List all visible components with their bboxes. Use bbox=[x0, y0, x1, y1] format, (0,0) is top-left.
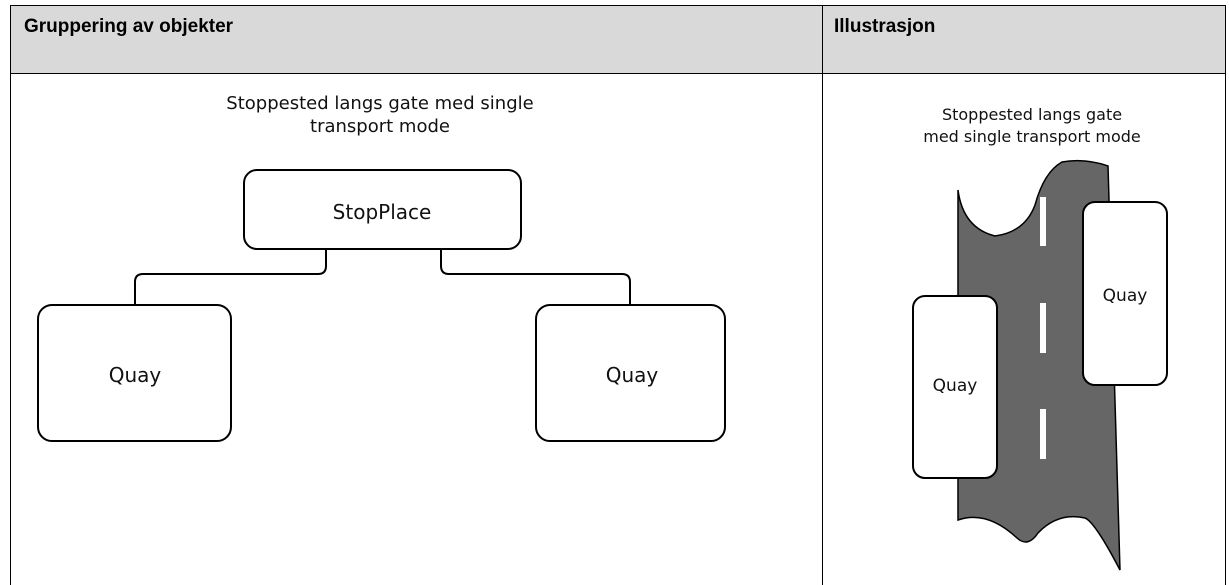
quay-block-upper bbox=[1082, 201, 1168, 386]
lane-marking-1 bbox=[1040, 197, 1046, 246]
street-illustration: Stoppested langs gate med single transpo… bbox=[912, 105, 1168, 571]
hierarchy-diagram: Stoppested langs gate med single transpo… bbox=[37, 93, 726, 442]
quay-upper-label: Quay bbox=[1103, 286, 1148, 306]
quay-box-left bbox=[37, 304, 232, 442]
quay-lower-label: Quay bbox=[933, 376, 978, 396]
header-grouping: Gruppering av objekter bbox=[24, 16, 234, 37]
connector-left bbox=[134, 247, 327, 305]
lane-marking-2 bbox=[1040, 303, 1046, 353]
lane-marking-3 bbox=[1040, 409, 1046, 459]
hierarchy-caption-line-1: Stoppested langs gate med single bbox=[226, 93, 533, 114]
document-table: Gruppering av objekter Illustrasjon bbox=[10, 5, 1226, 585]
quay-label-right: Quay bbox=[606, 363, 659, 387]
quay-label-left: Quay bbox=[109, 363, 162, 387]
column-divider bbox=[822, 6, 823, 585]
stopplace-label: StopPlace bbox=[333, 200, 432, 224]
hierarchy-caption-line-2: transport mode bbox=[310, 116, 450, 137]
table-header-row: Gruppering av objekter Illustrasjon bbox=[11, 6, 1225, 74]
quay-box-right bbox=[535, 304, 726, 442]
connector-right bbox=[440, 247, 631, 305]
road-icon bbox=[957, 159, 1121, 571]
header-illustration: Illustrasjon bbox=[834, 16, 936, 37]
stopplace-box bbox=[243, 169, 522, 250]
illustration-caption-line-1: Stoppested langs gate bbox=[942, 105, 1122, 124]
illustration-caption-line-2: med single transport mode bbox=[923, 127, 1141, 146]
quay-block-lower bbox=[912, 295, 998, 479]
